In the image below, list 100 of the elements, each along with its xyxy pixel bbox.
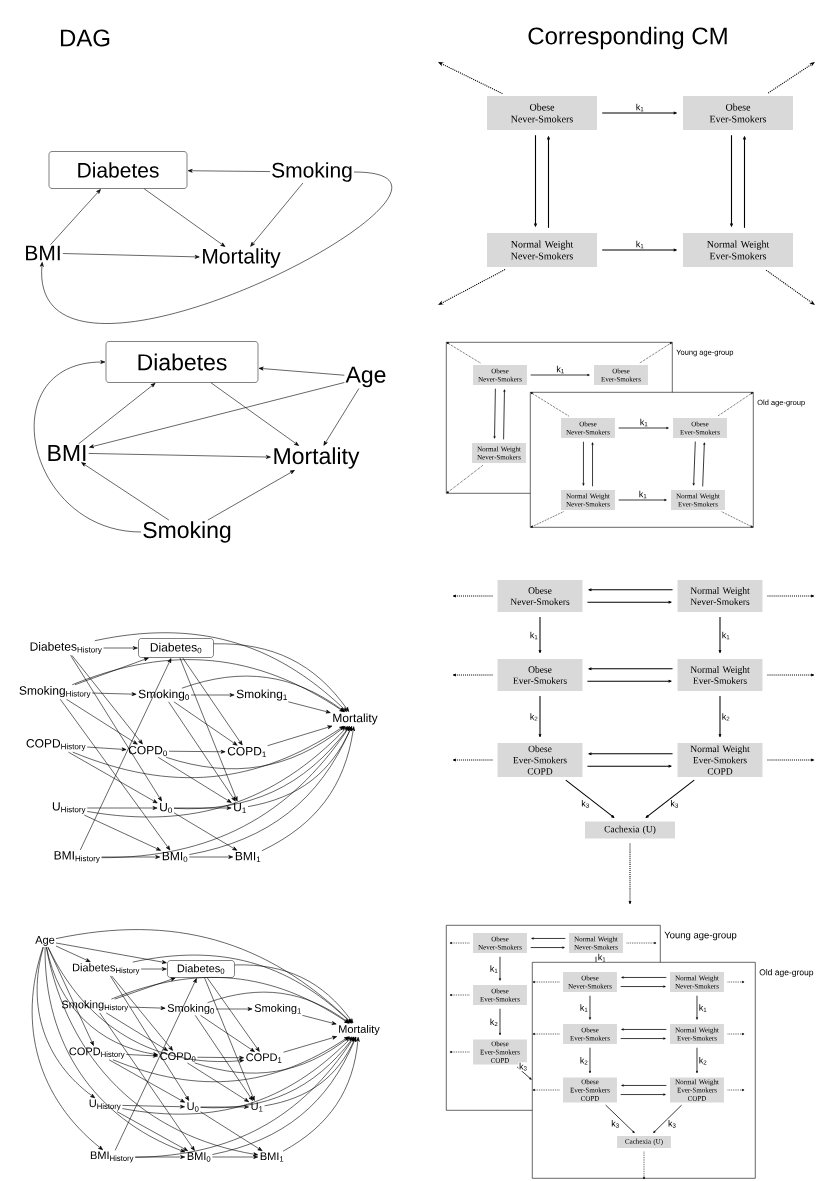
state-box: Normal Weight Ever-Smokers bbox=[677, 659, 763, 691]
arrow bbox=[182, 657, 243, 746]
dotted-arrow bbox=[449, 1050, 470, 1054]
arrow bbox=[134, 1036, 355, 1158]
arrow bbox=[538, 616, 542, 654]
arrow bbox=[283, 1035, 338, 1053]
arrow bbox=[47, 946, 94, 1046]
variable-label: Mortality bbox=[339, 1024, 380, 1036]
arrow bbox=[71, 659, 345, 713]
arrow bbox=[547, 136, 550, 229]
arrow bbox=[62, 253, 200, 259]
arrow bbox=[503, 389, 506, 440]
variable-box: Diabetes$_{0}$ bbox=[167, 960, 235, 978]
arrow bbox=[108, 1059, 185, 1103]
arrow bbox=[323, 388, 360, 446]
arrow bbox=[187, 1062, 249, 1103]
arrow bbox=[586, 679, 672, 683]
dotted-arrow bbox=[452, 758, 494, 762]
variable-label: Diabetes$_{History}$ bbox=[72, 963, 140, 975]
arrow bbox=[530, 373, 590, 377]
arrow bbox=[212, 1155, 259, 1159]
rate-label: k$_{3}$ bbox=[580, 799, 591, 809]
arrow bbox=[78, 383, 156, 445]
rate-label: k$_{2}$ bbox=[489, 1017, 499, 1027]
arrow bbox=[264, 1036, 356, 1107]
arrow bbox=[200, 1015, 255, 1052]
variable-label: U$_{1}$ bbox=[234, 803, 246, 814]
variable-label: Smoking$_{History}$ bbox=[19, 685, 91, 699]
arrow bbox=[55, 929, 353, 1024]
arrow bbox=[588, 752, 674, 756]
arrow bbox=[586, 764, 672, 768]
arrow bbox=[210, 382, 299, 446]
rate-label: k$_{1}$ bbox=[638, 490, 648, 499]
dotted-arrow bbox=[446, 342, 481, 364]
state-box: Obese Ever-Smokers bbox=[497, 659, 583, 691]
arrow bbox=[112, 1036, 349, 1083]
dotted-arrow bbox=[766, 758, 815, 762]
variable-label: U$_{1}$ bbox=[251, 1102, 263, 1112]
arrow bbox=[538, 695, 542, 738]
dotted-arrow bbox=[452, 673, 494, 677]
arrow bbox=[582, 441, 585, 486]
variable-label: COPD$_{History}$ bbox=[26, 739, 86, 751]
arrow bbox=[47, 946, 244, 1063]
arrow bbox=[89, 382, 345, 449]
state-box: Normal Weight Ever-Smokers bbox=[683, 233, 793, 267]
arrow bbox=[588, 667, 674, 671]
arrow bbox=[189, 726, 352, 855]
arrow bbox=[213, 643, 350, 712]
rate-label: k$_{1}$ bbox=[529, 631, 539, 640]
arrow bbox=[168, 701, 236, 802]
rate-label: k$_{1}$ bbox=[579, 1003, 589, 1013]
arrow bbox=[692, 441, 696, 486]
variable-label: Smoking bbox=[143, 521, 231, 543]
variable-label: Mortality bbox=[333, 713, 378, 725]
arrow bbox=[39, 171, 392, 324]
arrow bbox=[601, 111, 677, 115]
arrow bbox=[60, 699, 171, 851]
dotted-arrow bbox=[449, 993, 470, 997]
dotted-arrow bbox=[767, 62, 815, 94]
arrow bbox=[45, 946, 259, 1157]
arrow bbox=[200, 1036, 354, 1109]
arrow bbox=[86, 806, 158, 810]
arrow bbox=[267, 725, 333, 746]
variable-box: Diabetes$_{0}$ bbox=[138, 638, 214, 658]
arrow bbox=[86, 746, 127, 752]
variable-label: Smoking$_{0}$ bbox=[138, 689, 189, 701]
variable-label: BMI bbox=[48, 445, 86, 461]
arrow bbox=[68, 751, 158, 804]
variable-box: Diabetes bbox=[48, 151, 188, 189]
rate-label: k$_{3}$ bbox=[518, 1062, 528, 1072]
arrow bbox=[81, 462, 170, 521]
rate-label: k$_{1}$ bbox=[489, 964, 499, 974]
arrow bbox=[588, 1047, 592, 1074]
variable-label: U$_{0}$ bbox=[160, 802, 172, 814]
variable-label: Mortality bbox=[203, 248, 281, 268]
arrow bbox=[702, 442, 706, 487]
arrow bbox=[588, 995, 592, 1020]
arrow bbox=[31, 946, 103, 1151]
variable-label: COPD$_{0}$ bbox=[128, 745, 167, 757]
dotted-arrow bbox=[532, 1032, 560, 1036]
rate-label: k$_{1}$ bbox=[597, 953, 607, 962]
arrow bbox=[531, 937, 566, 940]
arrow bbox=[36, 946, 96, 1099]
rate-label: k$_{1}$ bbox=[635, 240, 645, 249]
dotted-arrow bbox=[727, 1032, 745, 1036]
arrow bbox=[605, 1104, 635, 1134]
arrow bbox=[718, 695, 722, 738]
arrow bbox=[200, 1111, 263, 1152]
dotted-arrow bbox=[639, 342, 673, 364]
arrow bbox=[695, 995, 699, 1020]
variable-label: Smoking$_{1}$ bbox=[236, 689, 287, 701]
arrow bbox=[140, 967, 167, 971]
arrow bbox=[591, 442, 594, 487]
variable-label: COPD$_{History}$ bbox=[69, 1047, 125, 1059]
state-box: Obese Ever-Smokers COPD bbox=[497, 743, 583, 777]
state-box: Normal Weight Never-Smokers bbox=[677, 580, 763, 612]
rate-label: k$_{1}$ bbox=[635, 103, 645, 112]
arrow bbox=[86, 726, 348, 818]
arrow bbox=[534, 134, 537, 227]
arrow bbox=[212, 1036, 357, 1155]
